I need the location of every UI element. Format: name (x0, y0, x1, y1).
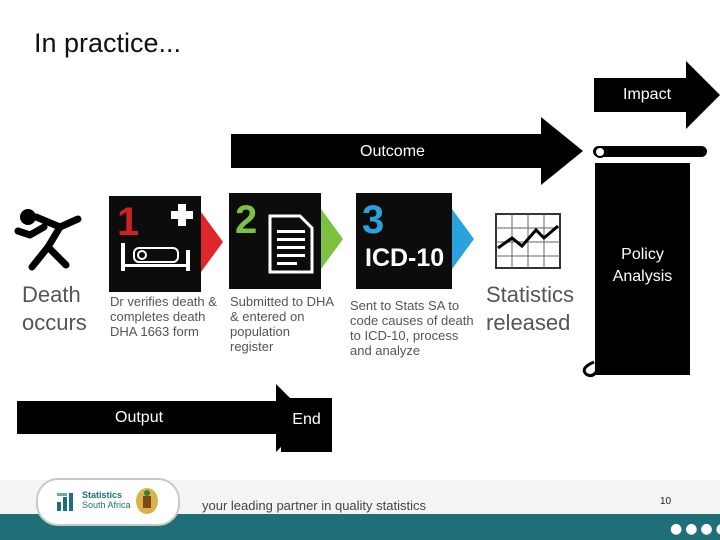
step-1-chevron (201, 212, 223, 272)
stats-sa-logo: Statistics South Africa (36, 478, 180, 526)
step-3-caption-line2: code causes of death (350, 313, 474, 328)
death-occurs-label: Death occurs (22, 281, 87, 337)
slide-title: In practice... (34, 28, 182, 58)
end-box (281, 398, 332, 452)
policy-scroll-curl-top (594, 146, 606, 158)
stats-sa-wordmark: Statistics South Africa (82, 490, 131, 510)
output-label: Output (115, 409, 164, 426)
step-2-caption-line3: population (230, 324, 290, 339)
policy-analysis-label: Policy Analysis (595, 244, 690, 288)
stats-sa-wordmark-line2: South Africa (82, 500, 131, 510)
bed-patient-icon (121, 243, 190, 271)
step-2-number: 2 (235, 198, 258, 242)
coat-of-arms-icon (136, 488, 158, 514)
impact-label: Impact (623, 86, 672, 103)
step-3-box (356, 193, 452, 289)
medical-cross-icon (171, 204, 193, 226)
step-1-caption-line3: DHA 1663 form (110, 324, 199, 339)
impact-arrow (594, 61, 720, 129)
falling-person-icon (14, 209, 82, 271)
page-number: 10 (660, 496, 672, 507)
step-2-caption-line2: & entered on (230, 309, 305, 324)
death-occurs-line1: Death (22, 282, 81, 307)
step-1-caption-line1: Dr verifies death & (110, 294, 217, 309)
step-3-caption-line3: to ICD-10, process (350, 328, 459, 343)
outcome-label: Outcome (360, 143, 425, 160)
step-3-number: 3 (362, 198, 385, 242)
footer-tagline: your leading partner in quality statisti… (202, 498, 427, 513)
death-occurs-line2: occurs (22, 310, 87, 335)
stats-sa-wordmark-line1: Statistics (82, 490, 123, 500)
step-2-caption-line4: register (230, 339, 274, 354)
policy-analysis-box (595, 163, 690, 375)
policy-scroll-curl-bottom (582, 360, 598, 378)
output-arrow (17, 384, 310, 452)
step-2-caption: Submitted to DHA & entered on population… (230, 294, 334, 354)
step-3-caption-line4: and analyze (350, 343, 421, 358)
stats-sa-mark-icon (57, 493, 73, 511)
step-1-caption-line2: completes death (110, 309, 206, 324)
icd10-badge: ICD-10 (365, 244, 445, 272)
policy-scroll-top (593, 146, 707, 157)
policy-label-line1: Policy (621, 246, 664, 263)
footer-dots-icon: ●●●● (670, 521, 720, 537)
step-2-chevron (321, 209, 343, 269)
step-3-caption: Sent to Stats SA to code causes of death… (350, 298, 474, 358)
step-2-caption-line1: Submitted to DHA (230, 294, 335, 309)
step-3-chevron (452, 209, 474, 269)
step-1-caption: Dr verifies death & completes death DHA … (110, 294, 217, 339)
statistics-released-line2: released (486, 310, 571, 335)
statistics-released-line1: Statistics (486, 282, 575, 307)
statistics-released-label: Statistics released (486, 281, 574, 337)
step-3-caption-line1: Sent to Stats SA to (350, 298, 460, 313)
document-icon (268, 214, 314, 274)
step-1-number: 1 (117, 200, 140, 244)
line-graph-icon (495, 213, 561, 269)
end-label: End (292, 411, 321, 428)
outcome-arrow (231, 117, 583, 185)
policy-label-line2: Analysis (612, 268, 673, 285)
